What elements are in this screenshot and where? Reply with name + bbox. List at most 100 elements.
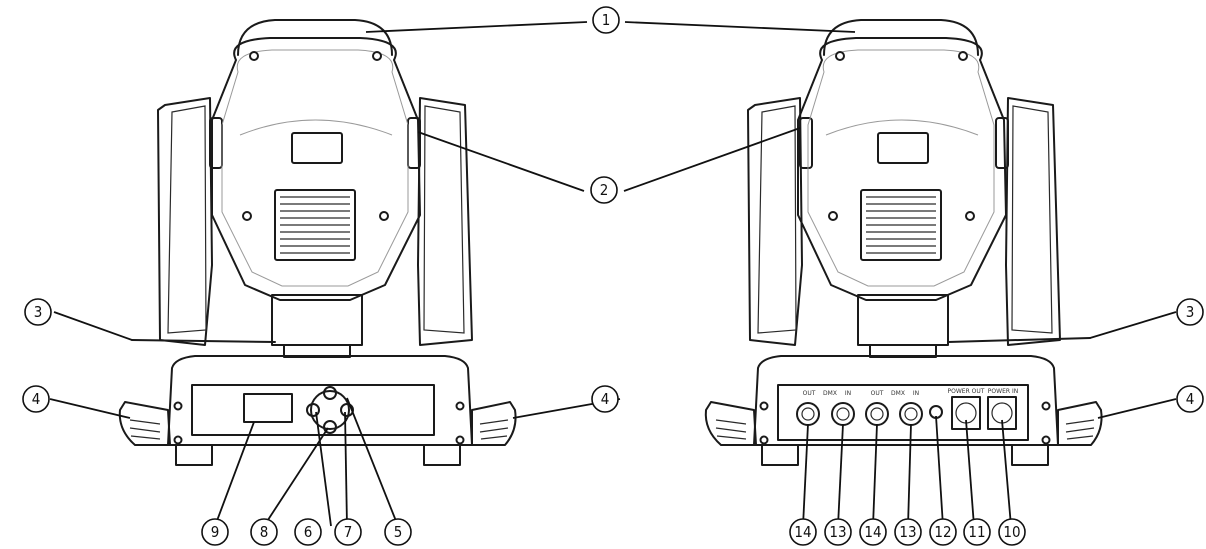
svg-text:6: 6 bbox=[304, 523, 313, 541]
screw bbox=[242, 211, 252, 221]
svg-text:3: 3 bbox=[34, 303, 43, 321]
moving-head bbox=[211, 37, 421, 301]
screw bbox=[372, 51, 382, 61]
callout-9: 9 bbox=[201, 518, 229, 546]
svg-text:3: 3 bbox=[1186, 303, 1195, 321]
foot bbox=[423, 444, 461, 466]
svg-text:7: 7 bbox=[344, 523, 353, 541]
svg-text:13: 13 bbox=[899, 523, 916, 541]
callout-3-left: 3 bbox=[24, 298, 52, 326]
screw bbox=[379, 211, 389, 221]
label-out: OUT bbox=[871, 390, 884, 397]
leader-lines bbox=[49, 21, 1177, 527]
screw bbox=[958, 51, 968, 61]
screw bbox=[455, 435, 465, 445]
base-handle-right bbox=[1057, 401, 1103, 446]
svg-text:10: 10 bbox=[1003, 523, 1020, 541]
svg-text:4: 4 bbox=[601, 390, 610, 408]
callout-11: 11 bbox=[963, 518, 991, 546]
control-panel bbox=[191, 384, 435, 436]
callout-6: 6 bbox=[294, 518, 322, 546]
screw bbox=[759, 401, 769, 411]
vent-grille bbox=[860, 189, 942, 261]
screw bbox=[835, 51, 845, 61]
svg-text:8: 8 bbox=[260, 523, 269, 541]
up-button bbox=[306, 403, 320, 417]
svg-text:14: 14 bbox=[794, 523, 811, 541]
svg-text:4: 4 bbox=[1186, 390, 1195, 408]
svg-text:4: 4 bbox=[32, 390, 41, 408]
base bbox=[753, 355, 1059, 446]
callout-13-b: 13 bbox=[894, 518, 922, 546]
head-label-window bbox=[291, 132, 343, 164]
arm-ledge bbox=[947, 337, 1091, 343]
label-power-out: POWER OUT bbox=[948, 388, 985, 395]
dmx-out-connector-3pin bbox=[796, 402, 820, 426]
label-in: IN bbox=[845, 390, 851, 397]
callout-5: 5 bbox=[384, 518, 412, 546]
arm-ledge bbox=[131, 339, 276, 343]
label-power-in: POWER IN bbox=[988, 388, 1018, 395]
label-out: OUT bbox=[803, 390, 816, 397]
enter-button bbox=[340, 403, 354, 417]
callout-4-center: 4 bbox=[591, 385, 619, 413]
dmx-in-connector-5pin bbox=[899, 402, 923, 426]
screw bbox=[759, 435, 769, 445]
foot bbox=[175, 444, 213, 466]
screw bbox=[1041, 401, 1051, 411]
screw bbox=[1041, 435, 1051, 445]
svg-text:14: 14 bbox=[864, 523, 881, 541]
screw bbox=[173, 435, 183, 445]
yoke-arm-left bbox=[747, 97, 803, 346]
base bbox=[167, 355, 473, 446]
dmx-out-connector-5pin bbox=[865, 402, 889, 426]
mode-button bbox=[323, 386, 337, 400]
head-label-window bbox=[877, 132, 929, 164]
neck bbox=[271, 294, 363, 346]
screw bbox=[173, 401, 183, 411]
svg-text:1: 1 bbox=[602, 11, 611, 29]
base-handle-left bbox=[704, 401, 757, 446]
svg-text:12: 12 bbox=[934, 523, 951, 541]
label-dmx: DMX bbox=[891, 390, 905, 397]
callout-8: 8 bbox=[250, 518, 278, 546]
callout-3-right: 3 bbox=[1176, 298, 1204, 326]
svg-text:5: 5 bbox=[394, 523, 403, 541]
fixture-front bbox=[118, 19, 517, 466]
callout-14-a: 14 bbox=[789, 518, 817, 546]
callout-7: 7 bbox=[334, 518, 362, 546]
svg-text:9: 9 bbox=[211, 523, 220, 541]
callout-13-a: 13 bbox=[824, 518, 852, 546]
head-handle bbox=[823, 19, 979, 56]
dmx-in-connector-3pin bbox=[831, 402, 855, 426]
label-in: IN bbox=[913, 390, 919, 397]
screw bbox=[828, 211, 838, 221]
tilt-hub-left bbox=[799, 117, 813, 169]
callout-1: 1 bbox=[592, 6, 620, 34]
foot bbox=[1011, 444, 1049, 466]
tilt-hub-right bbox=[995, 117, 1009, 169]
svg-text:13: 13 bbox=[829, 523, 846, 541]
lcd-display bbox=[243, 393, 293, 423]
rear-connector-panel bbox=[777, 384, 1029, 441]
callout-10: 10 bbox=[998, 518, 1026, 546]
neck bbox=[857, 294, 949, 346]
callout-4-right: 4 bbox=[1176, 385, 1204, 413]
callout-12: 12 bbox=[929, 518, 957, 546]
svg-text:11: 11 bbox=[968, 523, 985, 541]
callout-14-b: 14 bbox=[859, 518, 887, 546]
svg-text:2: 2 bbox=[600, 181, 609, 199]
yoke-arm-left bbox=[157, 97, 213, 346]
vent-grille bbox=[274, 189, 356, 261]
head-handle bbox=[237, 19, 393, 56]
callout-2: 2 bbox=[590, 176, 618, 204]
foot bbox=[761, 444, 799, 466]
down-button bbox=[323, 420, 337, 434]
callout-4-left: 4 bbox=[22, 385, 50, 413]
moving-head bbox=[797, 37, 1007, 301]
screw bbox=[455, 401, 465, 411]
screw bbox=[965, 211, 975, 221]
yoke-arm-right bbox=[1005, 97, 1061, 346]
